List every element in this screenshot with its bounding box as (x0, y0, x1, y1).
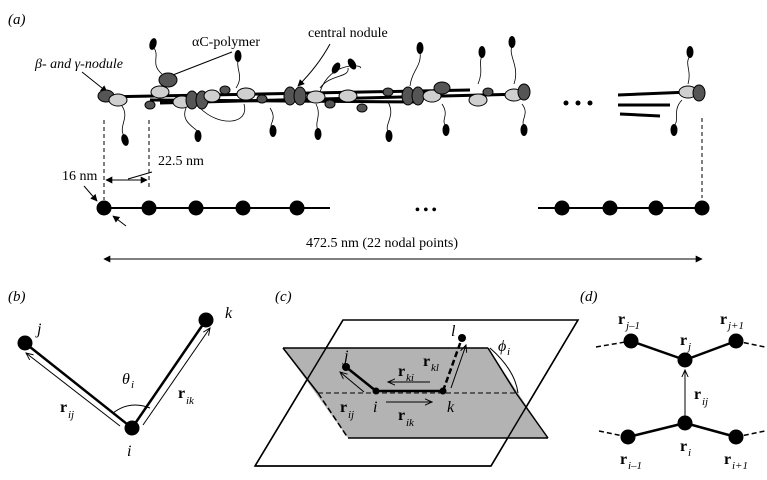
label-k-c: k (447, 399, 455, 416)
nodule-pointer (81, 71, 108, 93)
rij-sub-c: ij (348, 409, 354, 421)
rj-sub: j (686, 341, 691, 353)
node-bead (602, 200, 618, 216)
rik-sub: ik (186, 395, 195, 407)
bead-j (17, 335, 33, 351)
rim1-label: r (620, 451, 627, 468)
rik-label-c: r (398, 407, 405, 424)
node-bead (289, 200, 305, 216)
theta-label: θ (122, 371, 130, 388)
rki-label: r (398, 363, 405, 380)
central-nodule-label: central nodule (308, 26, 388, 41)
node-bead (235, 200, 251, 216)
rij-sub: ij (68, 409, 74, 421)
panel-b: (b) j k i θ i r ij r ik (8, 289, 233, 460)
rik-arrow (142, 328, 210, 426)
bead-i (124, 420, 140, 436)
phi-label: ϕ (498, 338, 506, 355)
node-bead (694, 200, 710, 216)
rjm1-label: r (618, 311, 625, 328)
chain-ellipsis: • • • (415, 203, 437, 218)
label-i: i (127, 443, 131, 460)
rij-arrow (26, 353, 121, 427)
label-k: k (225, 305, 233, 322)
rij-label: r (60, 399, 67, 416)
rik-label: r (178, 385, 185, 402)
panel-c-label: (c) (275, 289, 292, 305)
bead-k (198, 312, 214, 328)
nodule-label: β- and γ-nodule (34, 57, 123, 72)
alphac-domains (121, 36, 694, 146)
rij-label-c: r (340, 399, 347, 416)
rjp1-label: r (720, 311, 727, 328)
rip1-label: r (724, 451, 731, 468)
rkl-label: r (423, 353, 430, 370)
label-j: j (35, 321, 42, 338)
diameter-arrow-top (83, 185, 98, 202)
theta-arc (112, 404, 151, 414)
phi-sub: i (507, 346, 510, 358)
coarse-chain (96, 200, 710, 216)
rjm1-sub: j–1 (624, 320, 640, 332)
ri-sub: i (688, 447, 691, 459)
panel-c: (c) j i k l ϕ i r ki (253, 289, 580, 467)
rij-label-d: r (694, 386, 701, 403)
rip1-sub: i+1 (732, 460, 748, 472)
rjp1-sub: j+1 (726, 320, 744, 332)
rkl-sub: kl (431, 362, 439, 374)
spacing-leader (127, 171, 153, 180)
strand-ellipsis (563, 100, 593, 106)
label-l-c: l (451, 323, 456, 340)
rij-sub-d: ij (702, 396, 708, 408)
theta-sub: i (131, 379, 134, 391)
rj-label: r (680, 332, 687, 349)
ri-label: r (680, 438, 687, 455)
polymer-label: αC-polymer (192, 35, 260, 50)
spacing-label: 22.5 nm (158, 154, 204, 169)
panel-a-label: (a) (8, 12, 26, 28)
label-i-c: i (373, 399, 377, 416)
central-nodule-pointer (297, 43, 331, 87)
panel-a: (a) β- and γ-nodule αC-polymer central n… (8, 12, 710, 263)
rim1-sub: i–1 (628, 460, 642, 472)
length-label: 472.5 nm (22 nodal points) (306, 236, 458, 251)
panel-d-label: (d) (580, 289, 598, 305)
node-bead (648, 200, 664, 216)
rik-sub-c: ik (406, 417, 415, 429)
node-bead (188, 200, 204, 216)
node-bead (96, 200, 112, 216)
label-j-c: j (342, 348, 349, 365)
rki-sub: ki (406, 372, 414, 384)
phi-arc (489, 347, 519, 394)
panel-d: (d) r j–1 r j+1 r j r ij r i–1 r i r i+1 (580, 289, 766, 472)
node-bead (554, 200, 570, 216)
node-bead (141, 200, 157, 216)
panel-b-label: (b) (8, 289, 26, 305)
rkl-arrow (450, 345, 466, 389)
rij-arrow-c (340, 372, 365, 393)
nodules (97, 72, 706, 113)
diameter-arrow-bottom (112, 215, 127, 227)
diameter-label: 16 nm (62, 169, 98, 184)
